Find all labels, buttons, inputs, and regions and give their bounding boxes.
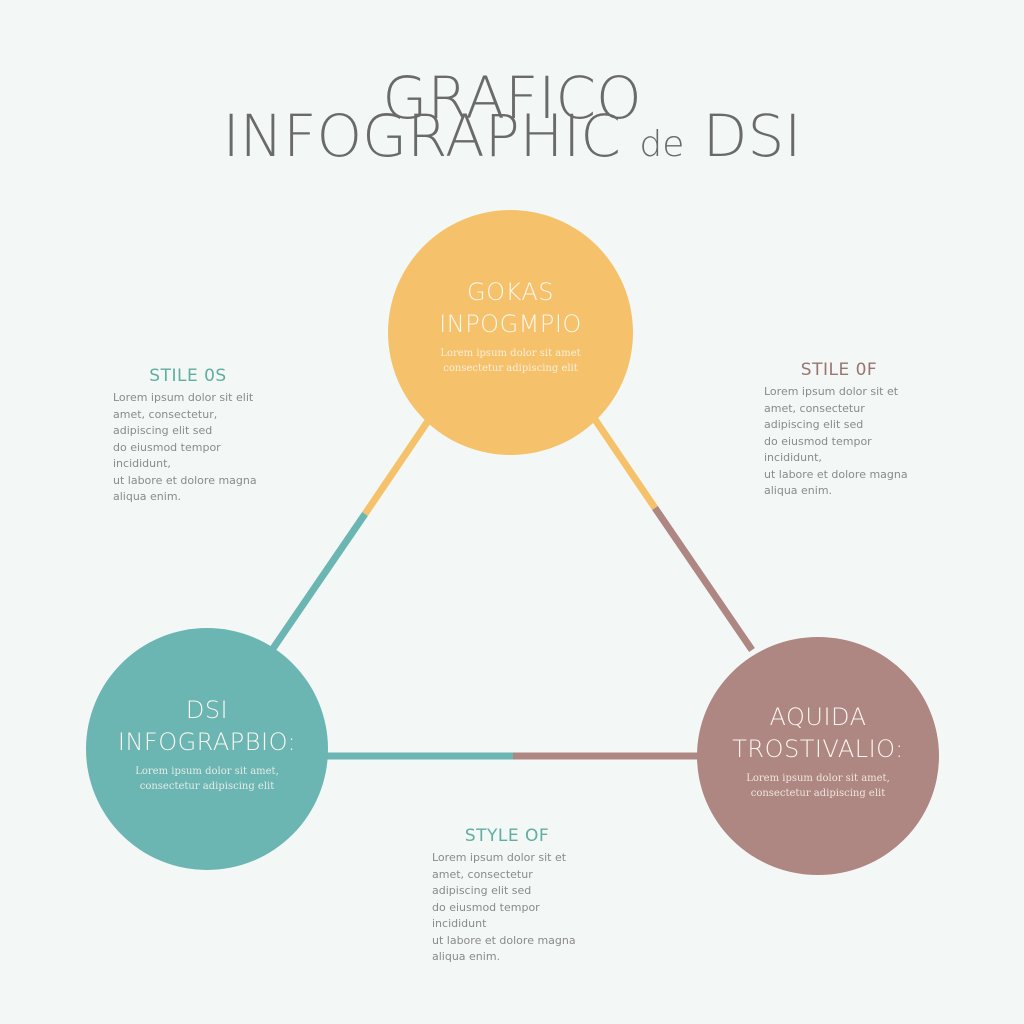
connector-top-left-teal — [269, 512, 368, 652]
note-bottom: STYLE OF Lorem ipsum dolor sit et amet, … — [432, 826, 582, 966]
connector-top-right-yellow — [591, 416, 658, 510]
node-top-circle: GOKAS INPOGMPIO Lorem ipsum dolor sit am… — [388, 210, 633, 455]
note-left: STILE 0S Lorem ipsum dolor sit elit amet… — [113, 366, 263, 506]
title-end: DSI — [702, 102, 802, 170]
note-right-heading: STILE 0F — [800, 360, 878, 380]
node-left-circle: DSI INFOGRAPBIO: Lorem ipsum dolor sit a… — [86, 628, 328, 870]
node-left-heading-1: DSI — [185, 696, 229, 724]
connector-top-right-mauve — [652, 506, 755, 652]
node-right-circle: AQUIDA TROSTIVALIO: Lorem ipsum dolor si… — [697, 637, 939, 875]
title-line-2: INFOGRAPHIC de DSI — [0, 104, 1024, 177]
title-connector: de — [639, 124, 685, 165]
title-line-1: GRAFICO — [382, 64, 642, 132]
note-right-body: Lorem ipsum dolor sit et amet, consectet… — [764, 385, 908, 497]
node-top-body: Lorem ipsum dolor sit amet consectetur a… — [440, 347, 581, 374]
node-left-body: Lorem ipsum dolor sit amet, consectetur … — [135, 766, 279, 792]
node-top-heading-1: GOKAS — [467, 277, 554, 306]
node-right-body: Lorem ipsum dolor sit amet, consectetur … — [746, 773, 890, 799]
title-main: INFOGRAPHIC — [222, 102, 621, 170]
note-left-heading: STILE 0S — [149, 366, 227, 386]
note-bottom-body: Lorem ipsum dolor sit et amet, consectet… — [432, 851, 576, 963]
node-right-heading-2: TROSTIVALIO: — [732, 735, 904, 763]
note-bottom-heading: STYLE OF — [464, 826, 550, 846]
note-left-body: Lorem ipsum dolor sit elit amet, consect… — [113, 391, 257, 503]
note-right: STILE 0F Lorem ipsum dolor sit et amet, … — [764, 360, 914, 500]
node-right-heading-1: AQUIDA — [769, 703, 867, 731]
node-left-heading-2: INFOGRAPBIO: — [117, 728, 297, 756]
connector-top-left-yellow — [362, 416, 433, 516]
node-top-heading-2: INPOGMPIO — [439, 309, 582, 338]
